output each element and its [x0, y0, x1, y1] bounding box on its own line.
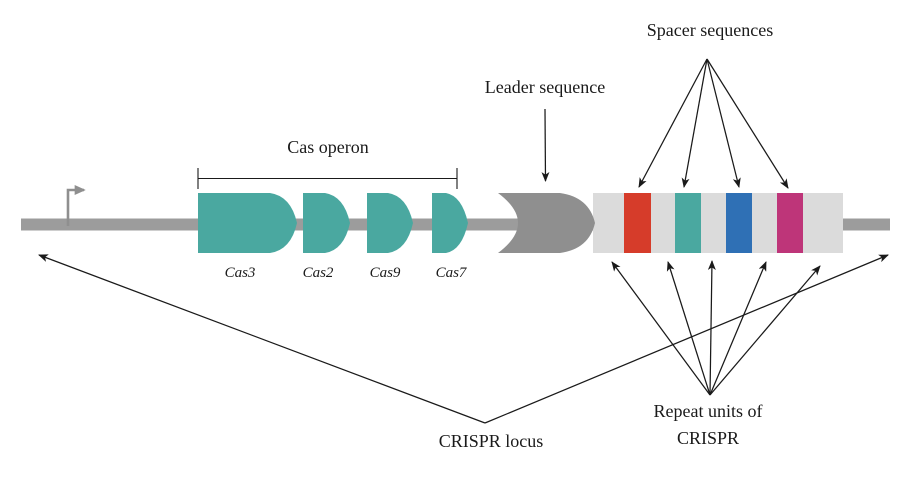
spacer-blue	[726, 193, 752, 253]
gene-cas7	[432, 193, 468, 253]
repeat-arrow-2	[666, 261, 711, 396]
cas-operon-label: Cas operon	[287, 137, 368, 157]
repeat-arrow-5	[709, 265, 821, 396]
gene-cas3	[198, 193, 297, 253]
repeat-arrow-4	[709, 261, 767, 396]
gene-cas2	[303, 193, 350, 253]
spacer-magenta	[777, 193, 803, 253]
crispr-locus-arrow-right	[484, 254, 889, 424]
spacer-arrow-3	[706, 58, 741, 188]
leader-pointer-arrow	[541, 108, 550, 182]
gene-label-cas2: Cas2	[303, 265, 334, 281]
crispr-locus-arrow-left	[38, 254, 486, 424]
spacer-arrow-4	[706, 58, 789, 189]
repeat-arrow-3	[707, 260, 716, 396]
repeat-units-label-line2: CRISPR	[677, 428, 739, 448]
gene-label-cas7: Cas7	[436, 265, 468, 281]
crispr-locus-label: CRISPR locus	[439, 431, 544, 451]
leader-sequence-label: Leader sequence	[485, 77, 605, 97]
spacer-teal	[675, 193, 701, 253]
spacer-sequences-label: Spacer sequences	[647, 20, 773, 40]
spacer-red	[624, 193, 651, 253]
spacer-arrow-1	[638, 58, 708, 188]
spacer-arrow-2	[681, 58, 708, 188]
cas-operon-bracket	[197, 168, 458, 189]
gene-cas9	[367, 193, 413, 253]
leader-sequence-shape	[498, 193, 595, 253]
repeat-units-label-line1: Repeat units of	[654, 401, 763, 421]
gene-label-cas3: Cas3	[225, 265, 256, 281]
gene-label-cas9: Cas9	[370, 265, 401, 281]
repeat-arrow-1	[611, 261, 711, 396]
promoter-arrow-icon	[66, 185, 86, 226]
